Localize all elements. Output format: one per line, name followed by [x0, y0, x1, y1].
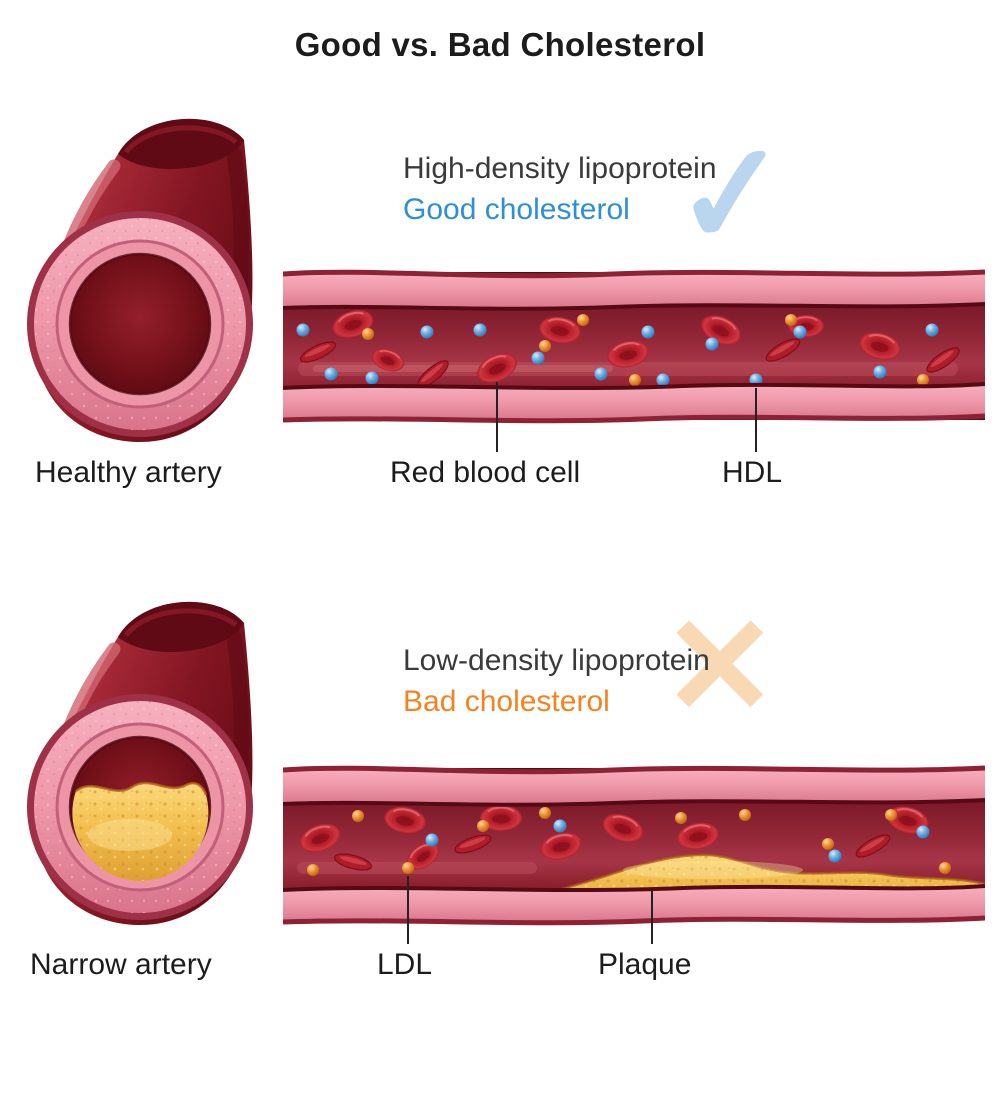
plaque-in-cross-section: [72, 781, 209, 881]
bad-cholesterol-subheading: Bad cholesterol: [403, 685, 610, 718]
ldl-label: LDL: [377, 948, 433, 981]
bad-cholesterol-heading: Low-density lipoprotein Bad cholesterol: [403, 640, 710, 722]
vessel-walls: [283, 765, 985, 926]
healthy-artery-label: Healthy artery: [35, 456, 222, 489]
good-cholesterol-heading: High-density lipoprotein Good cholestero…: [403, 148, 717, 230]
ldl-particle-pointed: [402, 862, 414, 874]
vessel-walls: [283, 269, 985, 424]
cross-icon: ✕: [662, 590, 778, 744]
healthy-vessel-illustration: [283, 269, 985, 424]
healthy-artery-cross-section: [27, 119, 253, 442]
narrow-artery-label: Narrow artery: [30, 948, 212, 981]
ldl-full-name: Low-density lipoprotein: [403, 644, 710, 677]
plaque-label: Plaque: [598, 948, 692, 981]
narrow-vessel-illustration: [283, 765, 985, 926]
hdl-label: HDL: [722, 456, 783, 489]
narrow-artery-illustration: [22, 585, 262, 935]
healthy-artery-illustration: [22, 102, 262, 452]
red-blood-cell-label: Red blood cell: [390, 456, 581, 489]
page-title: Good vs. Bad Cholesterol: [294, 26, 706, 63]
hdl-full-name: High-density lipoprotein: [403, 152, 717, 185]
good-cholesterol-subheading: Good cholesterol: [403, 193, 630, 226]
